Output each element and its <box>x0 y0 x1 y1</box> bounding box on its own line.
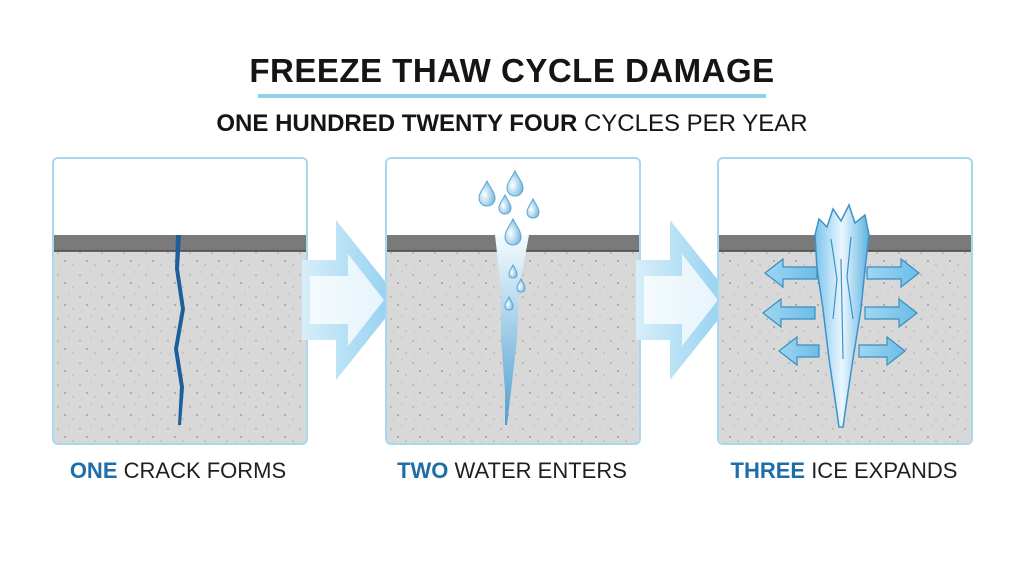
step-label: ICE EXPANDS <box>811 458 958 483</box>
expansion-arrow-icon <box>762 257 920 367</box>
subtitle-rest: CYCLES PER YEAR <box>583 110 808 137</box>
subtitle-strong: ONE HUNDRED TWENTY FOUR <box>216 110 578 137</box>
page-title: FREEZE THAW CYCLE DAMAGE <box>249 52 775 89</box>
arrow-right-icon <box>302 220 400 380</box>
step-label: CRACK FORMS <box>123 458 287 483</box>
water-illustration <box>387 169 639 443</box>
panel-water-enters <box>385 157 641 445</box>
water-drop-icon <box>478 169 540 311</box>
title-underline <box>258 94 766 98</box>
panel-crack-forms <box>52 157 308 445</box>
step-number: TWO <box>397 458 449 483</box>
step-label: WATER ENTERS <box>454 458 627 483</box>
ice-illustration <box>719 203 971 443</box>
step-number: ONE <box>69 458 118 483</box>
crack-illustration <box>54 235 306 443</box>
panel-ice-expands <box>717 157 973 445</box>
arrow-right-icon <box>636 220 734 380</box>
step-caption-three: THREE ICE EXPANDS <box>694 458 994 484</box>
step-number: THREE <box>730 458 806 483</box>
page-subtitle: ONE HUNDRED TWENTY FOUR CYCLES PER YEAR <box>0 110 1024 138</box>
step-caption-one: ONE CRACK FORMS <box>28 458 328 484</box>
step-caption-two: TWO WATER ENTERS <box>362 458 662 484</box>
